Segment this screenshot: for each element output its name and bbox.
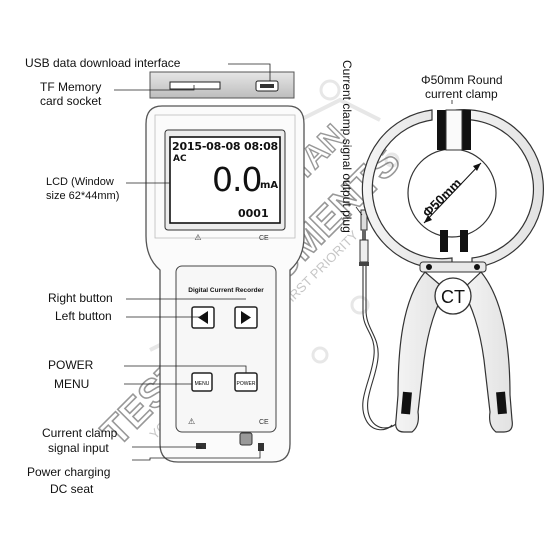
tf-card-label-line1: TF Memory — [40, 80, 102, 94]
panel-title: Digital Current Recorder — [188, 287, 264, 294]
right-arrow-icon — [241, 311, 251, 324]
right-button-label: Right button — [48, 291, 113, 305]
output-plug — [359, 209, 369, 266]
lcd-label-line1: LCD (Window — [46, 176, 114, 188]
menu-button[interactable] — [191, 372, 213, 392]
tf-card-slot — [169, 81, 221, 90]
lcd-screen — [169, 136, 281, 224]
lcd-index: 0001 — [238, 207, 269, 220]
ce-mark-icon: CE — [259, 235, 269, 242]
clamp-input-label-line2: signal input — [48, 441, 109, 455]
usb-interface-label: USB data download interface — [25, 56, 181, 70]
lcd-unit: mA — [260, 180, 279, 191]
charging-label-line1: Power charging — [27, 465, 111, 479]
lcd-value: 0.0 — [212, 160, 262, 199]
warning-triangle-icon: ⚠ — [194, 233, 201, 242]
lcd-label-line2: size 62*44mm) — [46, 190, 120, 202]
clamp-signal-input-port — [196, 443, 206, 449]
power-label: POWER — [48, 358, 94, 372]
warning-triangle-icon-2: ⚠ — [188, 417, 195, 426]
lcd-mode: AC — [173, 154, 187, 164]
menu-label: MENU — [54, 377, 90, 391]
current-clamp: CT Φ50mm — [361, 100, 545, 433]
leader-lines — [114, 63, 271, 461]
dc-power-jack — [258, 443, 264, 451]
tf-card-label-line2: card socket — [40, 94, 102, 108]
left-arrow-icon — [198, 311, 208, 324]
clamp-input-label-line1: Current clamp — [42, 426, 118, 440]
round-clamp-label-line1: Φ50mm Round — [421, 73, 503, 87]
device-body: ⚠ CE Digital Current Recorder MENU POWER… — [145, 105, 305, 463]
dc-power-port — [239, 432, 253, 446]
left-button-label: Left button — [55, 309, 112, 323]
ce-mark-2: CE — [259, 419, 269, 426]
power-key-label: POWER — [237, 381, 256, 387]
lcd-datetime: 2015-08-08 08:08 — [172, 140, 279, 153]
signal-cable — [362, 262, 397, 431]
menu-key-label: MENU — [195, 381, 210, 387]
round-clamp-label-line2: current clamp — [425, 87, 498, 101]
ct-label: CT — [441, 287, 465, 307]
output-plug-label: Current clamp signal output plug — [340, 60, 354, 233]
ct-badge — [434, 277, 472, 315]
device-top-bar — [149, 71, 295, 99]
charging-label-line2: DC seat — [50, 482, 94, 496]
